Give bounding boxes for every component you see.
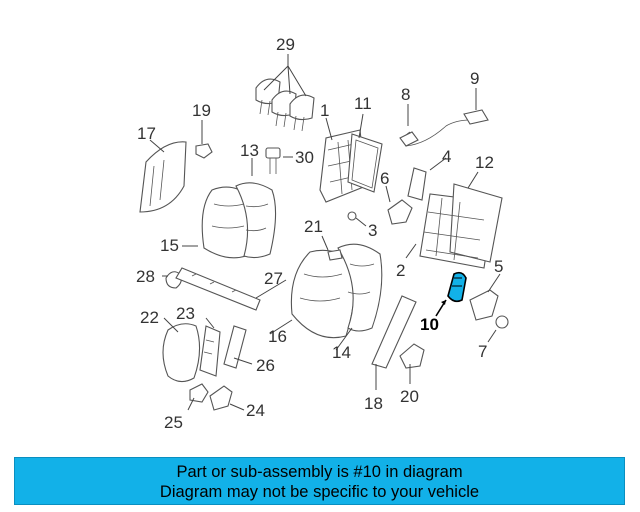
- clip-drawing: [195, 143, 213, 159]
- mount-grommet-drawing: [495, 315, 509, 329]
- back-panel-drawing: [347, 133, 383, 193]
- part-label-28: 28: [136, 267, 155, 286]
- part-label-26: 26: [256, 356, 275, 375]
- armrest-clip-drawing: [189, 383, 209, 403]
- part-label-14: 14: [332, 343, 351, 362]
- part-labels: 29 19 17 13 30 15 28 27 22 23 26 25 24 1…: [136, 35, 503, 432]
- side-trim-drawing: [139, 141, 187, 213]
- part-label-2: 2: [396, 261, 405, 280]
- banner-line-1: Part or sub-assembly is #10 in diagram: [176, 463, 463, 481]
- armrest-bracket-drawing: [223, 325, 247, 369]
- part-label-25: 25: [164, 413, 183, 432]
- fastener-drawing: [327, 249, 343, 261]
- release-cable-drawing: [399, 119, 471, 147]
- part-label-16: 16: [268, 327, 287, 346]
- headrest-group-drawing: [255, 78, 315, 132]
- part-label-11: 11: [354, 94, 372, 113]
- part-label-19: 19: [192, 101, 211, 120]
- part-label-9: 9: [470, 69, 479, 88]
- part-label-23: 23: [176, 304, 195, 323]
- info-banner: Part or sub-assembly is #10 in diagram D…: [14, 457, 625, 505]
- mount-bracket-drawing: [469, 289, 499, 321]
- part-label-27: 27: [264, 269, 283, 288]
- bolt-drawing: [265, 147, 281, 174]
- part-label-22: 22: [140, 308, 159, 327]
- part-label-1: 1: [320, 101, 329, 120]
- armrest-hinge-drawing: [209, 385, 233, 411]
- part-label-30: 30: [295, 148, 314, 167]
- part-label-3: 3: [368, 221, 377, 240]
- part-label-5: 5: [494, 257, 503, 276]
- part-label-29: 29: [276, 35, 295, 54]
- part-label-8: 8: [401, 85, 410, 104]
- part-label-12: 12: [475, 153, 494, 172]
- armrest-cover-drawing: [162, 323, 201, 383]
- parts-diagram: 29 19 17 13 30 15 28 27 22 23 26 25 24 1…: [136, 35, 509, 432]
- hinge-bracket-drawing: [387, 199, 413, 225]
- part-label-10: 10: [420, 315, 439, 334]
- knob-drawing: [463, 109, 489, 125]
- part-label-13: 13: [240, 141, 259, 160]
- part-label-6: 6: [380, 169, 389, 188]
- part-label-4: 4: [442, 147, 451, 166]
- part-label-18: 18: [364, 394, 383, 413]
- part-label-7: 7: [478, 342, 487, 361]
- part-label-15: 15: [160, 236, 179, 255]
- banner-line-2: Diagram may not be specific to your vehi…: [159, 483, 480, 501]
- parts-diagram-svg: 29 19 17 13 30 15 28 27 22 23 26 25 24 1…: [136, 35, 509, 432]
- seat-back-left-drawing: [201, 182, 277, 259]
- latch-drawing: [407, 167, 427, 201]
- armrest-frame-drawing: [199, 325, 221, 377]
- small-bolt-drawing: [347, 211, 357, 221]
- leader-lines: [149, 54, 501, 411]
- seat-back-frame-drawing: [419, 183, 503, 269]
- trim-bracket-drawing: [399, 343, 425, 369]
- part-label-17: 17: [137, 124, 156, 143]
- highlighted-part-10-drawing: [447, 271, 467, 303]
- part-label-21: 21: [304, 217, 323, 236]
- part-label-20: 20: [400, 387, 419, 406]
- rail-drawing: [175, 267, 261, 311]
- trim-strip-drawing: [371, 295, 417, 369]
- seat-back-right-drawing: [290, 243, 383, 339]
- part-label-24: 24: [246, 401, 265, 420]
